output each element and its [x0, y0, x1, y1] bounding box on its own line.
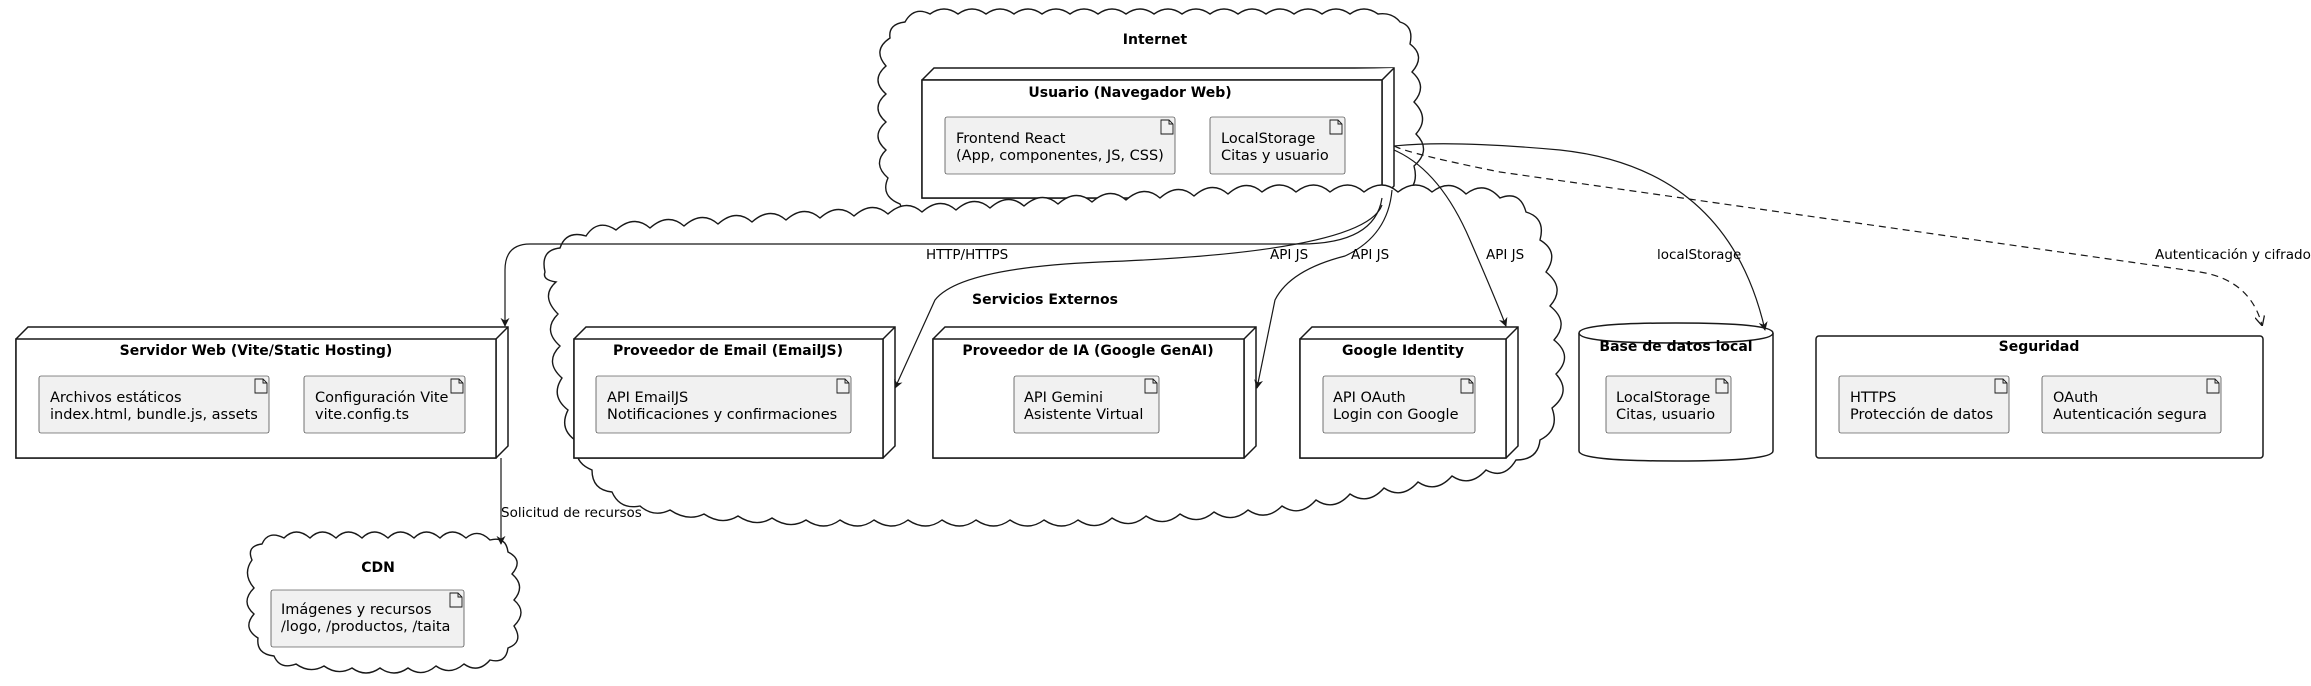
edge-api-google-label: API JS	[1486, 247, 1524, 263]
google-identity-title: Google Identity	[1342, 343, 1464, 359]
artifact-icon	[1329, 119, 1343, 135]
edge-api-email: API JS	[894, 204, 1383, 389]
artifact-icon	[1160, 119, 1174, 135]
artifact-gemini: API Gemini Asistente Virtual	[1013, 375, 1160, 434]
artifact-config: Configuración Vite vite.config.ts	[303, 375, 466, 434]
artifact-frontend: Frontend React (App, componentes, JS, CS…	[944, 116, 1176, 175]
artifact-archivos: Archivos estáticos index.html, bundle.js…	[38, 375, 270, 434]
oauth-sec-line1: OAuth	[2053, 390, 2098, 406]
edge-localstorage: localStorage	[1393, 143, 1768, 331]
usuario-node: Usuario (Navegador Web) Frontend React (…	[921, 67, 1395, 199]
localstorage-user-line1: LocalStorage	[1221, 131, 1315, 147]
artifact-icon	[450, 378, 464, 394]
artifact-oauth-sec: OAuth Autenticación segura	[2041, 375, 2222, 434]
archivos-line2: index.html, bundle.js, assets	[50, 407, 258, 423]
seguridad-title: Seguridad	[1999, 339, 2080, 355]
artifact-localstorage-db: LocalStorage Citas, usuario	[1605, 375, 1732, 434]
ia-node-title: Proveedor de IA (Google GenAI)	[962, 343, 1213, 359]
edge-api-ia-label: API JS	[1351, 247, 1389, 263]
artifact-icon	[254, 378, 268, 394]
https-line1: HTTPS	[1850, 390, 1896, 406]
internet-title: Internet	[1123, 32, 1188, 48]
imagenes-line2: /logo, /productos, /taita	[281, 619, 450, 635]
edge-api-google: API JS	[1393, 149, 1524, 327]
cdn-cloud: CDN Imágenes y recursos /logo, /producto…	[246, 531, 522, 674]
frontend-line1: Frontend React	[956, 131, 1066, 147]
artifact-icon	[1144, 378, 1158, 394]
edge-http: HTTP/HTTPS	[500, 197, 1383, 327]
artifact-icon	[1994, 378, 2008, 394]
artifact-icon	[449, 592, 463, 608]
servidor-node: Servidor Web (Vite/Static Hosting) Archi…	[15, 326, 509, 459]
artifact-localstorage-user: LocalStorage Citas y usuario	[1209, 116, 1346, 175]
ia-node: Proveedor de IA (Google GenAI) API Gemin…	[932, 326, 1257, 459]
artifact-icon	[2206, 378, 2220, 394]
google-identity-node: Google Identity API OAuth Login con Goog…	[1299, 326, 1519, 459]
edge-recursos-label: Solicitud de recursos	[501, 505, 642, 521]
localstorage-user-line2: Citas y usuario	[1221, 148, 1329, 164]
oauth-api-line2: Login con Google	[1333, 407, 1459, 423]
base-datos-title: Base de datos local	[1599, 339, 1752, 355]
servicios-title: Servicios Externos	[972, 292, 1118, 308]
artifact-oauth-api: API OAuth Login con Google	[1322, 375, 1476, 434]
localstorage-db-line1: LocalStorage	[1616, 390, 1710, 406]
emailjs-line1: API EmailJS	[607, 390, 688, 406]
edge-recursos: Solicitud de recursos	[496, 458, 642, 545]
frontend-line2: (App, componentes, JS, CSS)	[956, 148, 1164, 164]
gemini-line1: API Gemini	[1024, 390, 1103, 406]
oauth-sec-line2: Autenticación segura	[2053, 407, 2207, 423]
edge-auth-label: Autenticación y cifrado	[2155, 247, 2311, 263]
edge-http-label: HTTP/HTTPS	[926, 247, 1008, 263]
artifact-icon	[1460, 378, 1474, 394]
cdn-title: CDN	[361, 560, 395, 576]
edge-api-email-label: API JS	[1270, 247, 1308, 263]
usuario-node-title: Usuario (Navegador Web)	[1028, 85, 1231, 101]
config-line2: vite.config.ts	[315, 407, 409, 423]
edge-auth: Autenticación y cifrado	[1393, 145, 2311, 325]
artifact-icon	[1715, 378, 1729, 394]
imagenes-line1: Imágenes y recursos	[281, 602, 432, 618]
artifact-emailjs: API EmailJS Notificaciones y confirmacio…	[595, 375, 852, 434]
artifact-https: HTTPS Protección de datos	[1838, 375, 2010, 434]
archivos-line1: Archivos estáticos	[50, 390, 182, 406]
email-node-title: Proveedor de Email (EmailJS)	[613, 343, 843, 359]
servidor-node-title: Servidor Web (Vite/Static Hosting)	[120, 343, 393, 359]
oauth-api-line1: API OAuth	[1333, 390, 1406, 406]
gemini-line2: Asistente Virtual	[1024, 407, 1143, 423]
base-datos-db: Base de datos local LocalStorage Citas, …	[1578, 322, 1774, 462]
email-node: Proveedor de Email (EmailJS) API EmailJS…	[573, 326, 896, 459]
emailjs-line2: Notificaciones y confirmaciones	[607, 407, 837, 423]
https-line2: Protección de datos	[1850, 407, 1993, 423]
artifact-icon	[836, 378, 850, 394]
seguridad-group: Seguridad HTTPS Protección de datos OAut…	[1815, 335, 2264, 459]
edge-api-ia: API JS	[1254, 189, 1393, 389]
config-line1: Configuración Vite	[315, 390, 449, 406]
edge-localstorage-label: localStorage	[1657, 247, 1741, 263]
artifact-imagenes: Imágenes y recursos /logo, /productos, /…	[270, 589, 465, 648]
localstorage-db-line2: Citas, usuario	[1616, 407, 1715, 423]
